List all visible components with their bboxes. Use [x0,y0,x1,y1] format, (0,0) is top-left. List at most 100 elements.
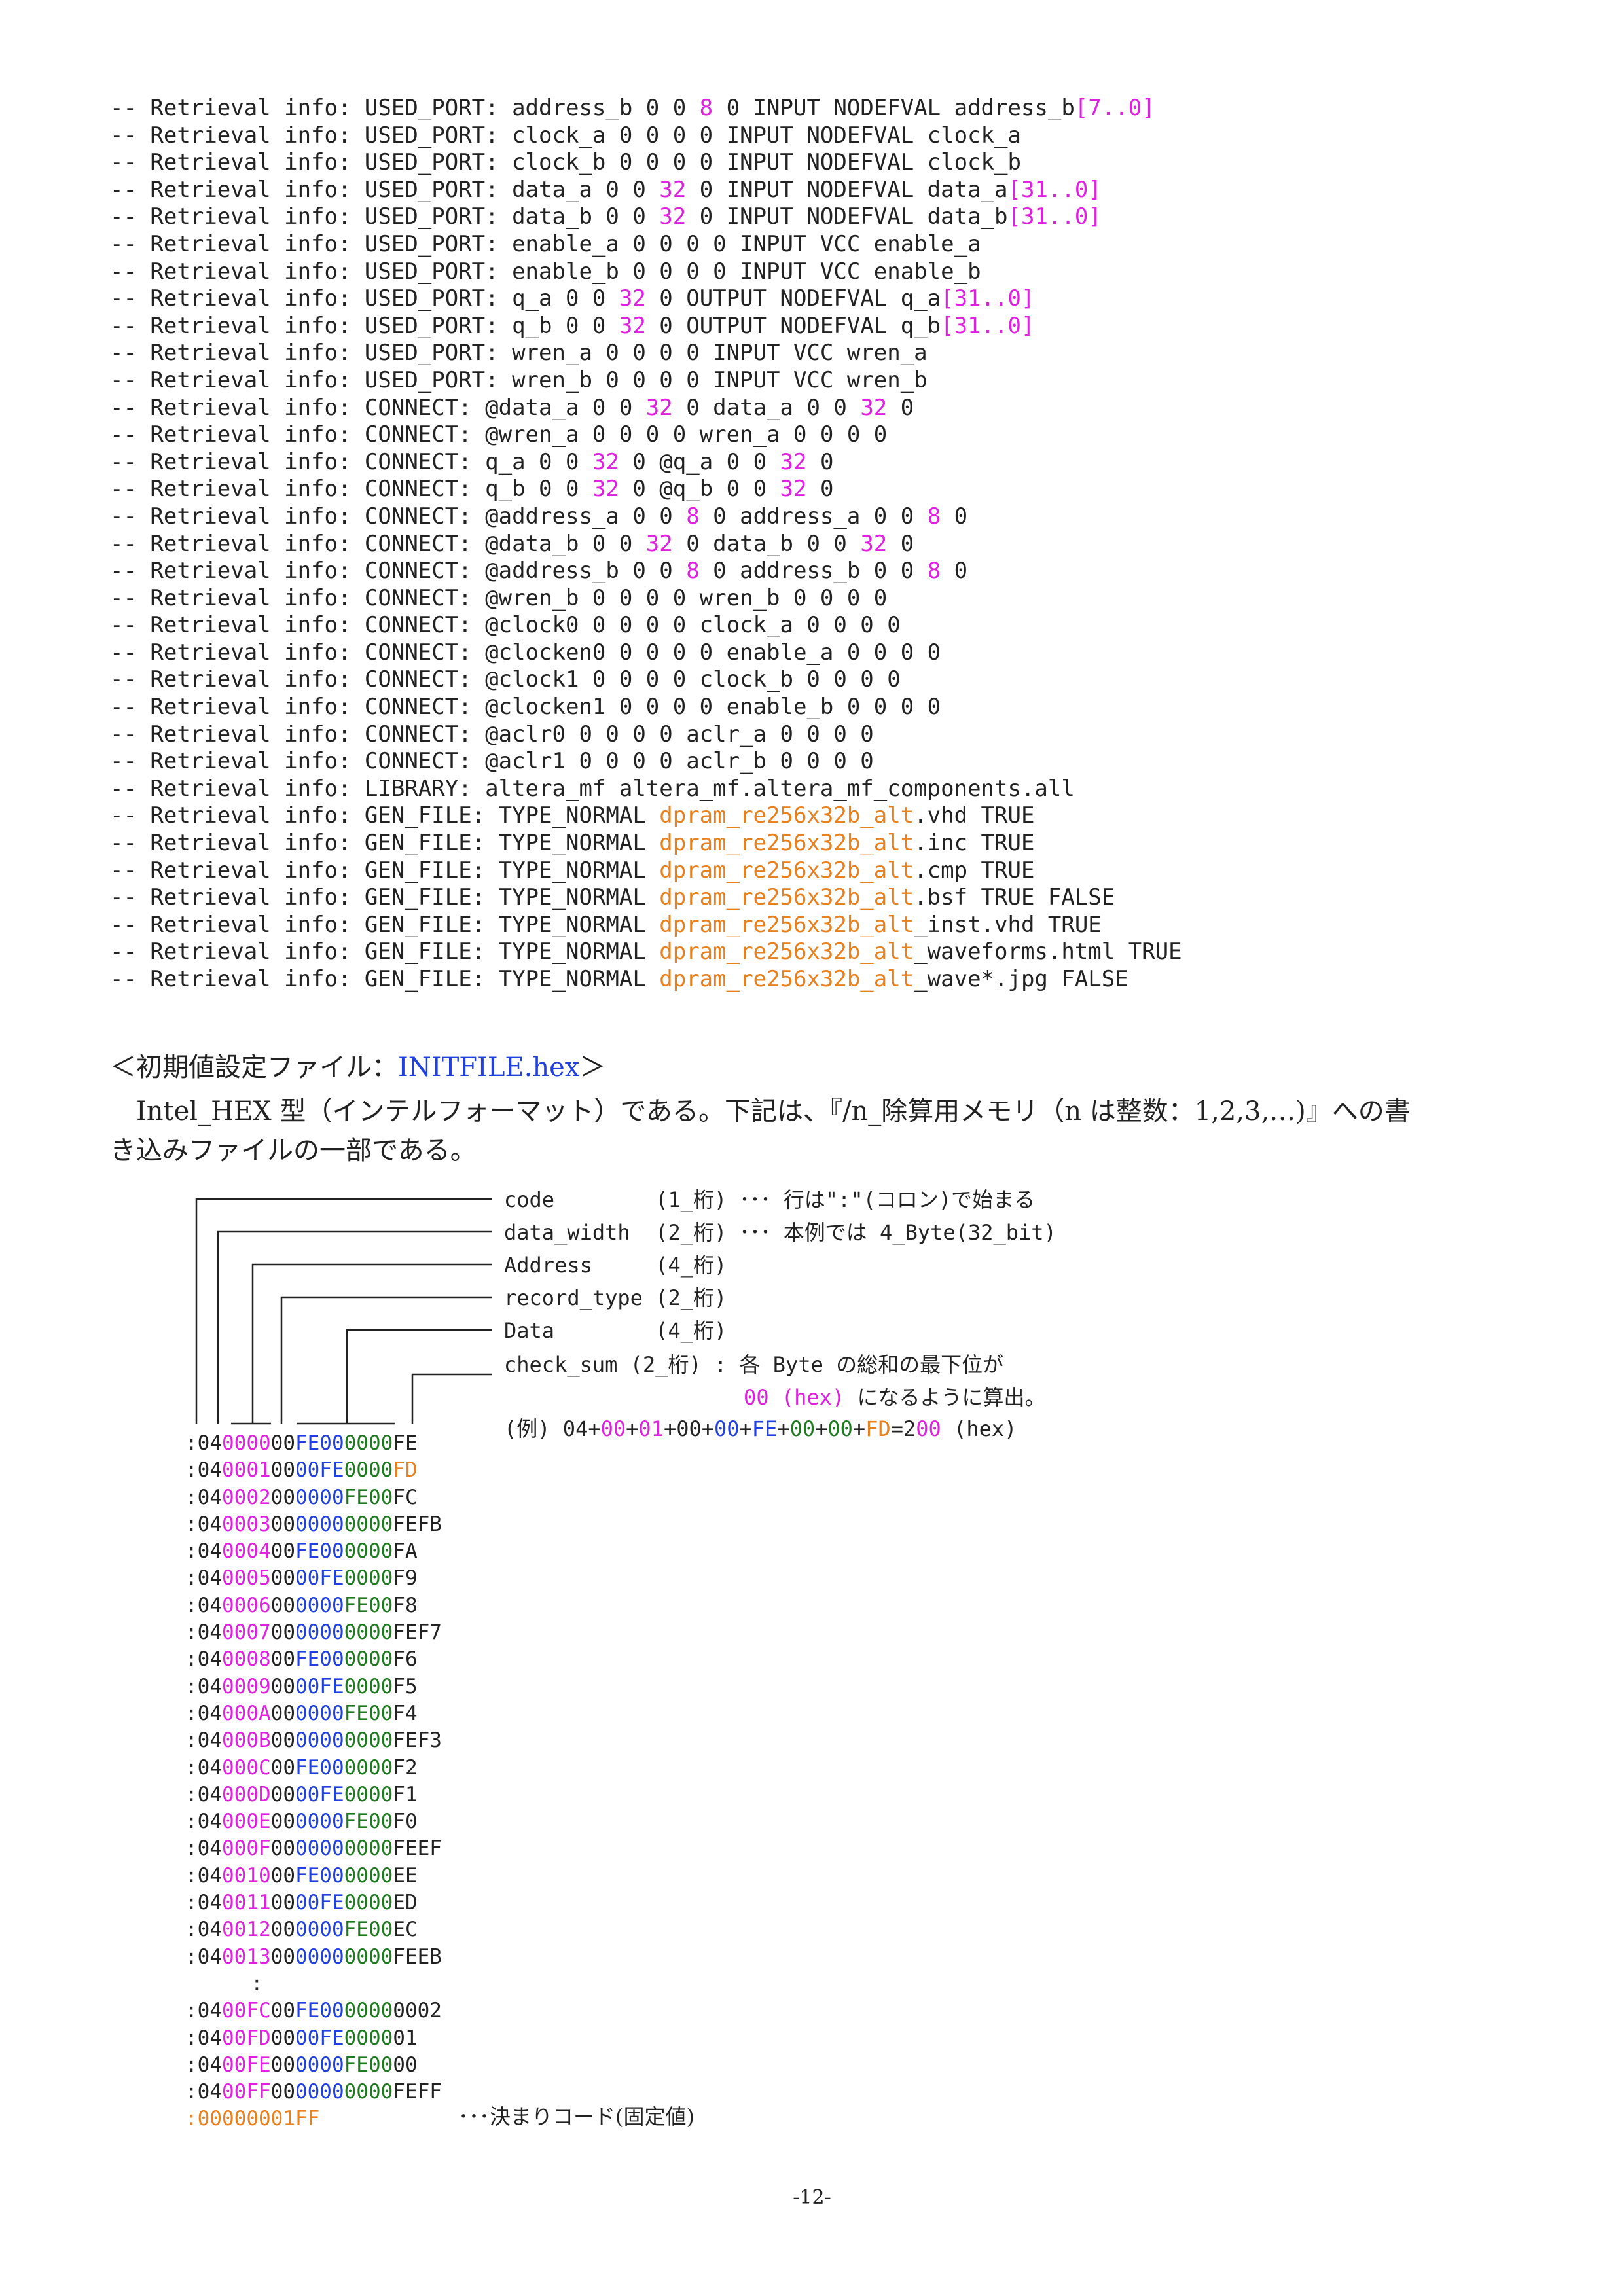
record-data-low: 0000 [344,1621,393,1645]
legend-segment: + [815,1416,828,1441]
record-checksum: F8 [393,1593,418,1617]
record-data-high: 0000 [295,2080,344,2104]
retrieval-segment: 0 @q_b 0 0 [619,476,780,503]
record-data-high: FE00 [295,1647,344,1672]
retrieval-segment: 8 [699,95,713,121]
record-prefix: :04 [185,1539,222,1564]
record-data-high: 0000 [295,1512,344,1536]
record-data-high: 0000 [295,1837,344,1861]
retrieval-segment: 0 [806,476,834,503]
record-type: 00 [270,1863,295,1888]
retrieval-line: -- Retrieval info: USED_PORT: enable_b 0… [110,259,1182,286]
legend-segment: + [626,1416,639,1441]
record-data-high: 0000 [295,1918,344,1942]
retrieval-segment: dpram_re256x32b_alt [659,857,914,884]
record-type: 00 [270,1485,295,1509]
retrieval-segment: 8 [686,558,700,584]
legend-segment: Data (4_桁) [504,1318,727,1343]
record-data-high: 0000 [295,1810,344,1834]
description-line-1: Intel_HEX 型（インテルフォーマット）である。下記は、『/n_除算用メモ… [110,1096,1411,1126]
record-address: 0009 [222,1674,271,1698]
record-prefix: :04 [185,2080,222,2104]
retrieval-line: -- Retrieval info: CONNECT: @wren_a 0 0 … [110,422,1182,449]
record-address: 000B [222,1729,271,1753]
record-checksum: F5 [393,1674,418,1698]
record-data-high: 0000 [295,1593,344,1617]
retrieval-segment: -- Retrieval info: USED_PORT: clock_b 0 … [110,149,1021,176]
retrieval-line: -- Retrieval info: CONNECT: @wren_b 0 0 … [110,585,1182,613]
record-checksum: F2 [393,1755,418,1780]
retrieval-segment: -- Retrieval info: CONNECT: @address_b 0… [110,558,687,584]
hex-record: :04000F0000000000FEEF [185,1835,442,1862]
legend-segment: 00 [827,1416,853,1441]
legend-segment: (例) 04+ [504,1416,601,1441]
legend-segment: になるように算出。 [844,1385,1046,1410]
record-data-low: 0000 [344,1512,393,1536]
retrieval-segment: -- Retrieval info: CONNECT: @aclr1 0 0 0… [110,748,874,775]
legend-segment: FD [865,1416,891,1441]
retrieval-segment: _wave*.jpg FALSE [914,966,1128,992]
retrieval-segment: 32 [780,476,807,503]
record-type: 00 [270,2080,295,2104]
retrieval-line: -- Retrieval info: USED_PORT: wren_b 0 0… [110,367,1182,395]
retrieval-segment: -- Retrieval info: GEN_FILE: TYPE_NORMAL [110,884,660,911]
retrieval-segment: 0 [887,530,914,557]
record-data-high: 00FE [295,1674,344,1698]
record-data-high: 00FE [295,1566,344,1590]
bracket-address [251,1263,492,1424]
bracket-record-type [280,1296,492,1424]
record-address: 0003 [222,1512,271,1536]
legend-row: Data (4_桁) [504,1314,727,1347]
legend-segment: + [777,1416,790,1441]
record-data-low: 0000 [344,1458,393,1482]
retrieval-segment: 0 data_a 0 0 [672,394,861,421]
legend-segment: FE [751,1416,778,1441]
retrieval-line: -- Retrieval info: CONNECT: @data_a 0 0 … [110,395,1182,422]
record-type: 00 [270,1701,295,1725]
legend-segment [504,1385,744,1410]
record-checksum: FEF7 [393,1621,442,1645]
retrieval-line: -- Retrieval info: CONNECT: @clocken0 0 … [110,639,1182,667]
retrieval-segment: dpram_re256x32b_alt [659,939,914,965]
hex-record: :04001000FE000000EE [185,1863,442,1890]
record-data-high: FE00 [295,1539,344,1564]
heading-filename: INITFILE.hex [398,1052,580,1083]
record-prefix: :04 [185,1431,222,1455]
record-checksum: F6 [393,1647,418,1672]
retrieval-segment: 32 [592,448,619,475]
record-checksum: FC [393,1485,418,1509]
record-type: 00 [270,1837,295,1861]
hex-record: :04000000FE000000FE [185,1430,442,1457]
record-prefix: :04 [185,1512,222,1536]
record-data-low: 0000 [344,1729,393,1753]
retrieval-line: -- Retrieval info: LIBRARY: altera_mf al… [110,776,1182,803]
record-data-low: 0000 [344,1891,393,1915]
record-data-low: 0000 [344,1539,393,1564]
record-checksum: F9 [393,1566,418,1590]
record-prefix: :04 [185,1566,222,1590]
record-address: 0002 [222,1485,271,1509]
record-type: 00 [270,1458,295,1482]
hex-record: :0400030000000000FEFB [185,1511,442,1538]
record-checksum: EC [393,1918,418,1942]
record-address: 0001 [222,1458,271,1482]
record-data-high: FE00 [295,1755,344,1780]
legend-segment: 00 [600,1416,626,1441]
retrieval-segment: -- Retrieval info: USED_PORT: enable_b 0… [110,258,981,285]
retrieval-segment: -- Retrieval info: CONNECT: @clock1 0 0 … [110,666,901,693]
record-checksum: FEFB [393,1512,442,1536]
retrieval-line: -- Retrieval info: CONNECT: @address_a 0… [110,503,1182,531]
description-line-2: き込みファイルの一部である。 [110,1136,477,1166]
record-prefix: :04 [185,2026,222,2050]
record-prefix: :04 [185,1782,222,1806]
record-data-low: 0000 [344,1945,393,1969]
record-data-high: 0000 [295,1729,344,1753]
hex-record: :04000400FE000000FA [185,1538,442,1565]
retrieval-segment: .inc TRUE [914,830,1035,857]
retrieval-segment: -- Retrieval info: CONNECT: @data_a 0 0 [110,394,646,421]
bracket-data [346,1329,492,1424]
retrieval-line: -- Retrieval info: GEN_FILE: TYPE_NORMAL… [110,884,1182,912]
retrieval-segment: -- Retrieval info: CONNECT: @wren_a 0 0 … [110,422,888,448]
legend-segment: 00 [789,1416,816,1441]
